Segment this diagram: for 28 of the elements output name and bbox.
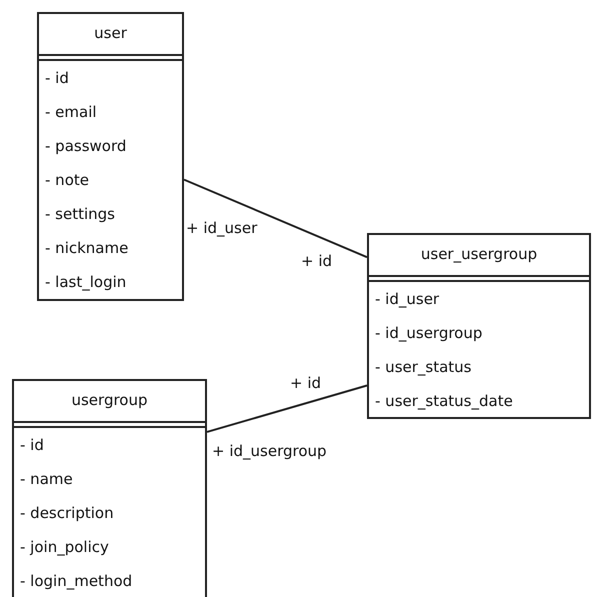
attribute-text: - id (19, 435, 45, 456)
association-line (184, 178, 368, 258)
attribute-text: - join_policy (19, 537, 110, 558)
class-name: user_usergroup (420, 244, 538, 264)
class-box (12, 379, 207, 597)
attribute-text: - last_login (44, 272, 128, 293)
attribute-text: - login_method (19, 571, 134, 592)
class-name: usergroup (71, 390, 148, 410)
class-box (367, 233, 591, 419)
attribute-text: - nickname (44, 238, 130, 259)
attribute-text: - user_status (374, 357, 472, 378)
attribute-text: - id_usergroup (374, 323, 484, 344)
association-line (206, 384, 368, 433)
attribute-text: - password (44, 136, 128, 157)
class-box (37, 12, 184, 301)
attribute-text: - description (19, 503, 115, 524)
attribute-text: - id (44, 68, 70, 89)
role-label: + id_user (186, 219, 258, 237)
attribute-text: - user_status_date (374, 391, 514, 412)
attribute-text: - id_user (374, 289, 440, 310)
attribute-text: - note (44, 170, 90, 191)
role-label: + id_usergroup (212, 442, 327, 460)
role-label: + id (290, 374, 322, 392)
class-name: user (94, 23, 127, 43)
role-label: + id (301, 252, 332, 270)
attribute-text: - name (19, 469, 74, 490)
attribute-text: - email (44, 102, 98, 123)
attribute-text: - settings (44, 204, 116, 225)
